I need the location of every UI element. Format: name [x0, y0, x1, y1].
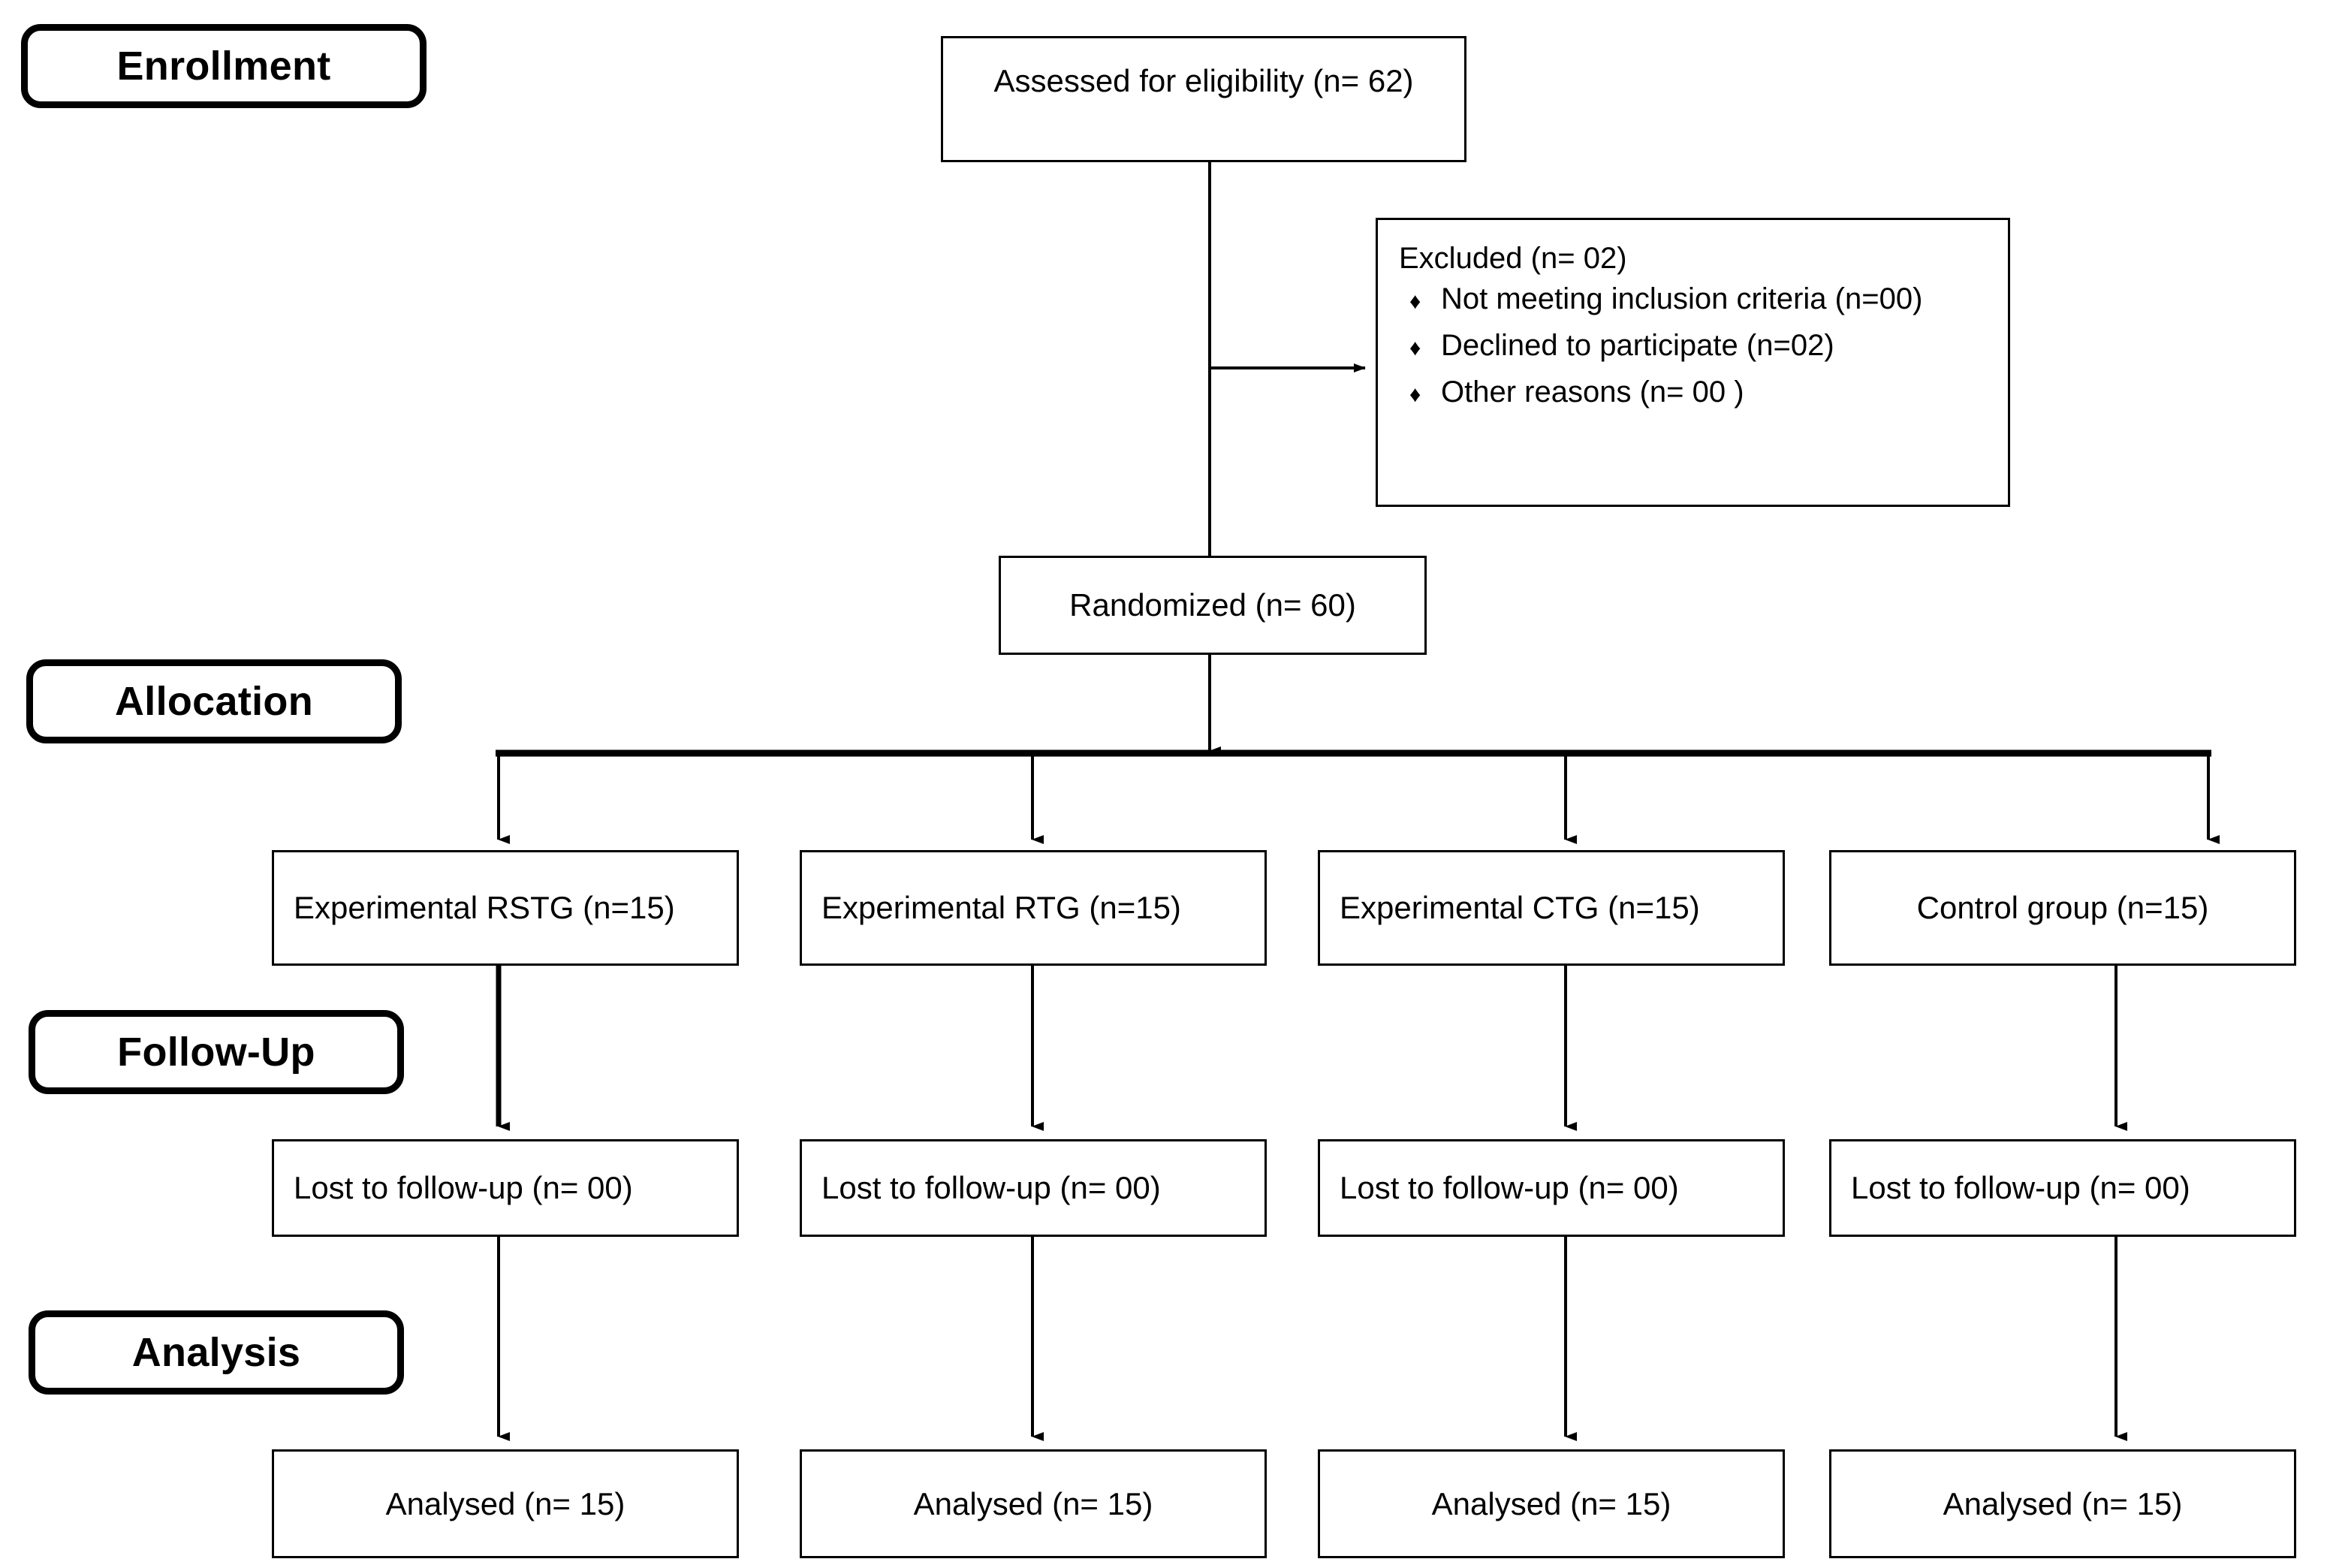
box-analysed-rstg: Analysed (n= 15): [272, 1449, 739, 1558]
box-followup-rtg: Lost to follow-up (n= 00): [800, 1139, 1267, 1237]
box-allocation-rtg-text: Experimental RTG (n=15): [821, 890, 1181, 925]
box-excluded-reason-text: Not meeting inclusion criteria (n=00): [1441, 282, 1923, 316]
box-allocation-rstg-text: Experimental RSTG (n=15): [294, 890, 675, 925]
box-excluded-reason-item: ♦ Other reasons (n= 00 ): [1399, 377, 2008, 407]
box-allocation-ctg: Experimental CTG (n=15): [1318, 850, 1785, 966]
box-excluded-reason-text: Declined to participate (n=02): [1441, 329, 1834, 363]
box-followup-ctg: Lost to follow-up (n= 00): [1318, 1139, 1785, 1237]
box-excluded-title: Excluded (n= 02): [1399, 242, 1627, 275]
box-analysed-control-text: Analysed (n= 15): [1943, 1485, 2183, 1521]
stage-label-enrollment-text: Enrollment: [116, 44, 331, 89]
box-analysed-ctg: Analysed (n= 15): [1318, 1449, 1785, 1558]
box-assessed-for-eligibility: Assessed for eligibility (n= 62): [941, 36, 1466, 162]
stage-label-follow-up-text: Follow-Up: [117, 1030, 315, 1075]
box-randomized: Randomized (n= 60): [999, 556, 1427, 655]
box-allocation-control-text: Control group (n=15): [1916, 890, 2209, 925]
stage-label-allocation: Allocation: [26, 659, 402, 743]
box-analysed-rtg-text: Analysed (n= 15): [913, 1485, 1153, 1521]
box-followup-control: Lost to follow-up (n= 00): [1829, 1139, 2296, 1237]
box-analysed-ctg-text: Analysed (n= 15): [1431, 1485, 1671, 1521]
box-allocation-rstg: Experimental RSTG (n=15): [272, 850, 739, 966]
box-followup-rstg-text: Lost to follow-up (n= 00): [294, 1170, 633, 1205]
stage-label-follow-up: Follow-Up: [29, 1010, 404, 1094]
box-excluded-reason-list: ♦ Not meeting inclusion criteria (n=00) …: [1399, 284, 2008, 407]
box-followup-rstg: Lost to follow-up (n= 00): [272, 1139, 739, 1237]
diamond-bullet-icon: ♦: [1409, 382, 1421, 408]
stage-label-analysis: Analysis: [29, 1310, 404, 1395]
stage-label-analysis-text: Analysis: [131, 1330, 301, 1375]
box-excluded-reason-text: Other reasons (n= 00 ): [1441, 375, 1744, 409]
box-followup-control-text: Lost to follow-up (n= 00): [1851, 1170, 2190, 1205]
stage-label-allocation-text: Allocation: [114, 679, 313, 724]
diamond-bullet-icon: ♦: [1409, 289, 1421, 315]
stage-label-enrollment: Enrollment: [21, 24, 427, 108]
box-analysed-control: Analysed (n= 15): [1829, 1449, 2296, 1558]
box-assessed-for-eligibility-text: Assessed for eligibility (n= 62): [993, 63, 1414, 98]
box-analysed-rtg: Analysed (n= 15): [800, 1449, 1267, 1558]
box-excluded: Excluded (n= 02) ♦ Not meeting inclusion…: [1376, 218, 2010, 507]
box-excluded-reason-item: ♦ Not meeting inclusion criteria (n=00): [1399, 284, 2008, 314]
box-allocation-ctg-text: Experimental CTG (n=15): [1340, 890, 1700, 925]
diamond-bullet-icon: ♦: [1409, 336, 1421, 361]
box-followup-ctg-text: Lost to follow-up (n= 00): [1340, 1170, 1679, 1205]
box-analysed-rstg-text: Analysed (n= 15): [385, 1485, 625, 1521]
box-allocation-rtg: Experimental RTG (n=15): [800, 850, 1267, 966]
box-excluded-reason-item: ♦ Declined to participate (n=02): [1399, 330, 2008, 360]
box-allocation-control: Control group (n=15): [1829, 850, 2296, 966]
box-randomized-text: Randomized (n= 60): [1069, 587, 1356, 623]
box-followup-rtg-text: Lost to follow-up (n= 00): [821, 1170, 1161, 1205]
